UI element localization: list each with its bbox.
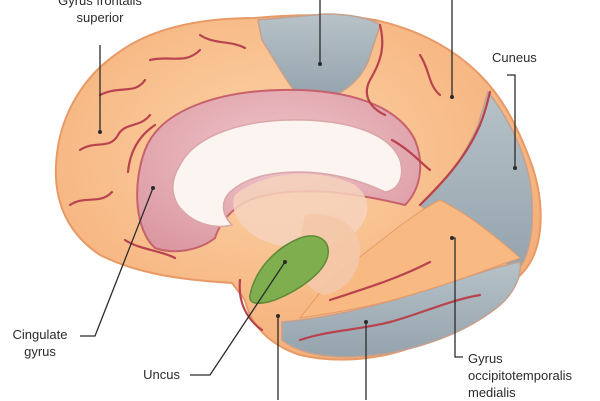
- label-cingulate-gyrus: Cingulate gyrus: [0, 326, 80, 360]
- label-gyrus-frontalis-superior: Gyrus frontalis superior: [30, 0, 170, 26]
- label-gom-line2: occipitotemporalis: [468, 367, 572, 384]
- label-gyrus-frontalis-superior-line2: superior: [30, 9, 170, 26]
- label-gom-line1: Gyrus: [468, 350, 572, 367]
- label-gyrus-frontalis-superior-line1: Gyrus frontalis: [30, 0, 170, 9]
- label-gom-line3: medialis: [468, 384, 572, 401]
- label-cingulate-gyrus-line1: Cingulate: [0, 326, 80, 343]
- label-cingulate-gyrus-line2: gyrus: [0, 343, 80, 360]
- label-gyrus-occipitotemporalis-medialis: Gyrus occipitotemporalis medialis: [468, 350, 572, 401]
- label-uncus: Uncus: [120, 366, 180, 383]
- label-cuneus: Cuneus: [492, 49, 537, 66]
